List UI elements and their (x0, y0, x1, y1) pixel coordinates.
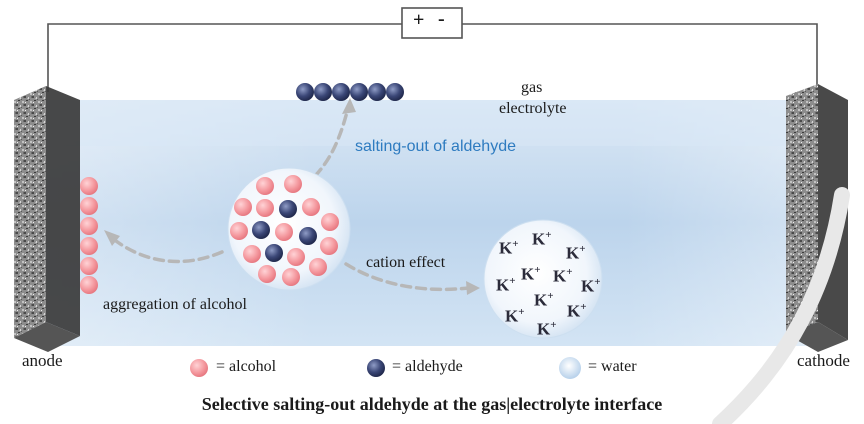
aldehyde-molecule (332, 83, 350, 101)
process-arrows (110, 106, 470, 292)
watermark-arc (712, 187, 850, 424)
aldehyde-molecule (314, 83, 332, 101)
alcohol-molecule (309, 258, 327, 276)
electrolyte-region (46, 100, 818, 346)
aldehyde-molecule (368, 83, 386, 101)
aldehyde-molecule (299, 227, 317, 245)
circuit-wire (47, 23, 402, 92)
legend-water-symbol (559, 357, 581, 379)
alcohol-molecule (282, 268, 300, 286)
potassium-ion: K+ (532, 229, 552, 249)
alcohol-molecule (258, 265, 276, 283)
aldehyde-molecule (296, 83, 314, 101)
alcohol-molecule (80, 257, 98, 275)
potassium-ion: K+ (566, 243, 586, 263)
legend-alcohol-label: = alcohol (216, 358, 277, 375)
potassium-ion: K+ (534, 290, 554, 310)
potassium-ion: K+ (553, 266, 573, 286)
aldehyde-molecule (279, 200, 297, 218)
potassium-ion: K+ (567, 301, 587, 321)
cathode-label: cathode (797, 351, 850, 370)
anode-electrode (14, 86, 80, 352)
legend-symbols (190, 357, 581, 379)
gas-label: gas (521, 79, 543, 96)
aggregation-label: aggregation of alcohol (103, 296, 247, 313)
alcohol-molecule (80, 177, 98, 195)
alcohol-molecule (230, 222, 248, 240)
alcohol-molecule (80, 217, 98, 235)
anode-label: anode (22, 351, 63, 370)
alcohol-molecule (80, 276, 98, 294)
aldehyde-molecule (252, 221, 270, 239)
potassium-ion: K+ (496, 275, 516, 295)
anode-alcohol-column (80, 177, 98, 294)
potassium-ion: K+ (521, 264, 541, 284)
cation-droplet (483, 219, 603, 339)
legend-aldehyde-label: = aldehyde (392, 358, 463, 375)
minus-terminal: - (438, 8, 445, 30)
potassium-ion: K+ (581, 276, 601, 296)
legend-aldehyde-symbol (367, 359, 385, 377)
legend-water-label: = water (588, 358, 637, 375)
electrolyte-label: electrolyte (499, 100, 567, 117)
potassium-ion: K+ (537, 319, 557, 339)
alcohol-molecule (275, 223, 293, 241)
alcohol-molecule (80, 197, 98, 215)
alcohol-molecule (256, 177, 274, 195)
aldehyde-molecule (265, 244, 283, 262)
potassium-ion: K+ (505, 306, 525, 326)
interface-aldehyde-row (296, 83, 404, 101)
arrow-salting-out (313, 106, 350, 178)
alcohol-molecule (284, 175, 302, 193)
alcohol-molecule (320, 237, 338, 255)
arrow-heads (104, 98, 480, 295)
mixed-droplet (227, 167, 351, 291)
arrow-cation-effect (344, 262, 470, 292)
legend-alcohol-symbol (190, 359, 208, 377)
alcohol-molecule (321, 213, 339, 231)
alcohol-molecule (302, 198, 320, 216)
circuit-wire-right (462, 23, 818, 92)
alcohol-molecule (80, 237, 98, 255)
cation-effect-label: cation effect (366, 254, 446, 271)
alcohol-molecule (287, 248, 305, 266)
alcohol-molecule (256, 199, 274, 217)
alcohol-molecule (243, 245, 261, 263)
aldehyde-molecule (350, 83, 368, 101)
potassium-ion: K+ (499, 238, 519, 258)
figure-caption: Selective salting-out aldehyde at the ga… (201, 394, 663, 414)
plus-terminal: + (413, 9, 425, 31)
power-source (401, 7, 463, 39)
salting-out-label: salting-out of aldehyde (355, 138, 516, 155)
aldehyde-molecule (386, 83, 404, 101)
alcohol-molecule (234, 198, 252, 216)
